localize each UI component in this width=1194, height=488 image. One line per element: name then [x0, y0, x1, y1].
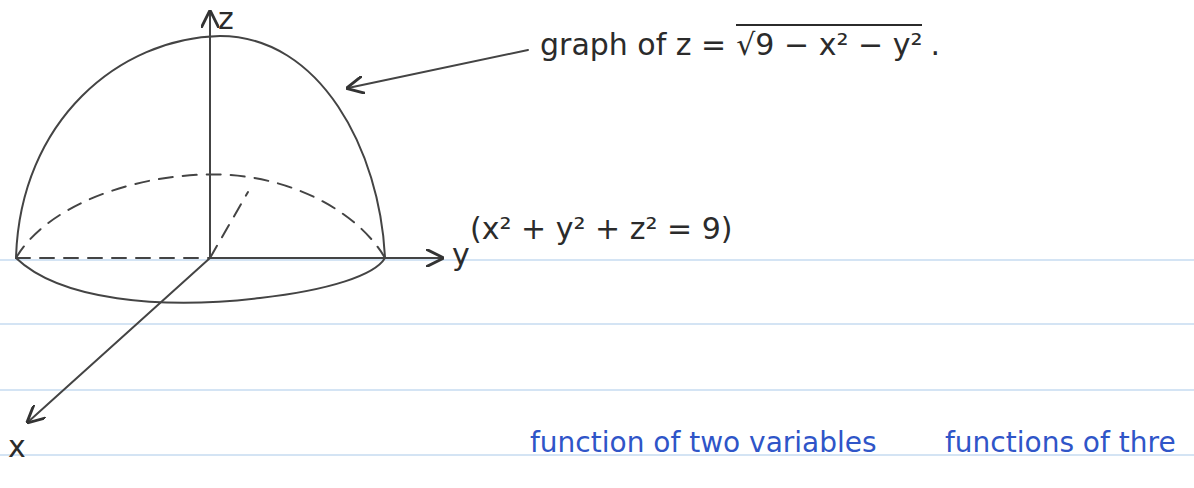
axis-label: z — [218, 2, 234, 35]
note-text: function of two variables — [530, 428, 877, 459]
sphere-equation: (x² + y² + z² = 9) — [470, 212, 732, 245]
equation-radical: √9 − x² − y² — [736, 24, 922, 61]
graph-label: graph of z = — [540, 28, 726, 61]
note-text: functions of thre — [945, 428, 1176, 459]
axis-label: x — [8, 430, 26, 463]
axis-label: y — [452, 238, 470, 271]
equation-period: . — [930, 28, 940, 61]
